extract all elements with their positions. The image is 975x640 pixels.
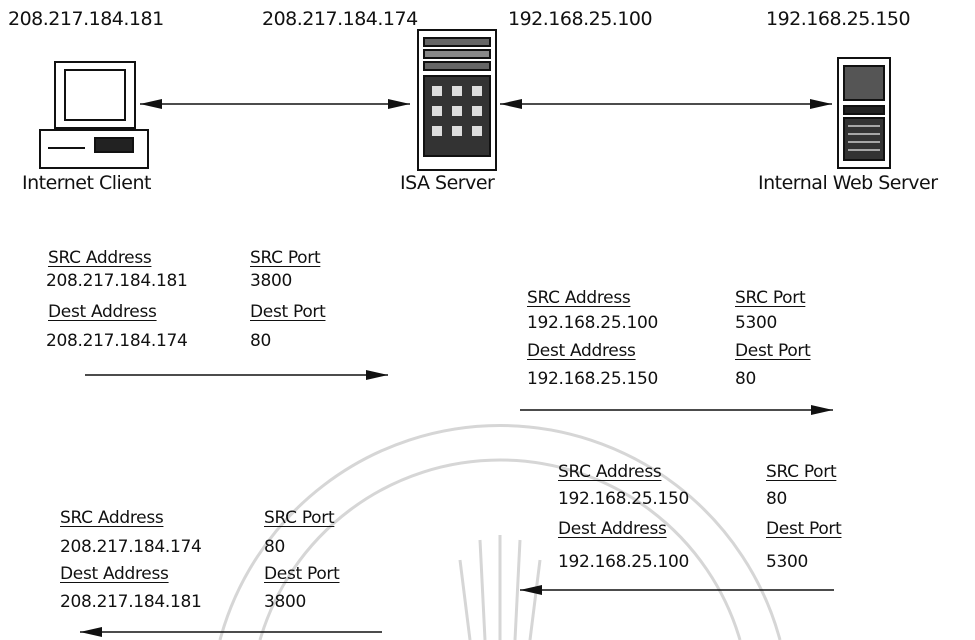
src-address-header: SRC Address bbox=[558, 462, 661, 482]
src-port-header: SRC Port bbox=[766, 462, 836, 482]
web-server-ip: 192.168.25.150 bbox=[766, 8, 910, 30]
src-address-value: 208.217.184.174 bbox=[60, 537, 202, 557]
dest-port-value: 80 bbox=[250, 331, 271, 351]
dest-port-header: Dest Port bbox=[766, 519, 841, 539]
dest-address-header: Dest Address bbox=[48, 302, 157, 322]
src-address-value: 192.168.25.150 bbox=[558, 489, 689, 509]
dest-port-value: 5300 bbox=[766, 552, 808, 572]
client-label: Internet Client bbox=[22, 172, 151, 194]
src-port-header: SRC Port bbox=[250, 248, 320, 268]
client-computer-icon bbox=[40, 62, 148, 168]
src-address-header: SRC Address bbox=[527, 288, 630, 308]
dest-port-header: Dest Port bbox=[250, 302, 325, 322]
web-server-label: Internal Web Server bbox=[758, 172, 938, 194]
src-port-value: 80 bbox=[766, 489, 787, 509]
isa-internal-ip: 192.168.25.100 bbox=[508, 8, 652, 30]
dest-address-header: Dest Address bbox=[60, 564, 169, 584]
dest-address-value: 208.217.184.181 bbox=[60, 592, 202, 612]
dest-port-value: 3800 bbox=[264, 592, 306, 612]
src-port-value: 3800 bbox=[250, 271, 292, 291]
src-port-value: 80 bbox=[264, 537, 285, 557]
src-address-header: SRC Address bbox=[48, 248, 151, 268]
dest-address-value: 208.217.184.174 bbox=[46, 331, 188, 351]
dest-address-header: Dest Address bbox=[527, 341, 636, 361]
dest-address-header: Dest Address bbox=[558, 519, 667, 539]
dest-port-value: 80 bbox=[735, 369, 756, 389]
src-port-header: SRC Port bbox=[735, 288, 805, 308]
src-port-value: 5300 bbox=[735, 313, 777, 333]
src-address-value: 208.217.184.181 bbox=[46, 271, 188, 291]
isa-server-icon bbox=[418, 30, 496, 170]
dest-port-header: Dest Port bbox=[264, 564, 339, 584]
isa-external-ip: 208.217.184.174 bbox=[262, 8, 418, 30]
src-address-header: SRC Address bbox=[60, 508, 163, 528]
dest-port-header: Dest Port bbox=[735, 341, 810, 361]
dest-address-value: 192.168.25.150 bbox=[527, 369, 658, 389]
web-server-icon bbox=[838, 58, 890, 168]
isa-label: ISA Server bbox=[400, 172, 494, 194]
src-address-value: 192.168.25.100 bbox=[527, 313, 658, 333]
client-ip: 208.217.184.181 bbox=[8, 8, 164, 30]
src-port-header: SRC Port bbox=[264, 508, 334, 528]
dest-address-value: 192.168.25.100 bbox=[558, 552, 689, 572]
